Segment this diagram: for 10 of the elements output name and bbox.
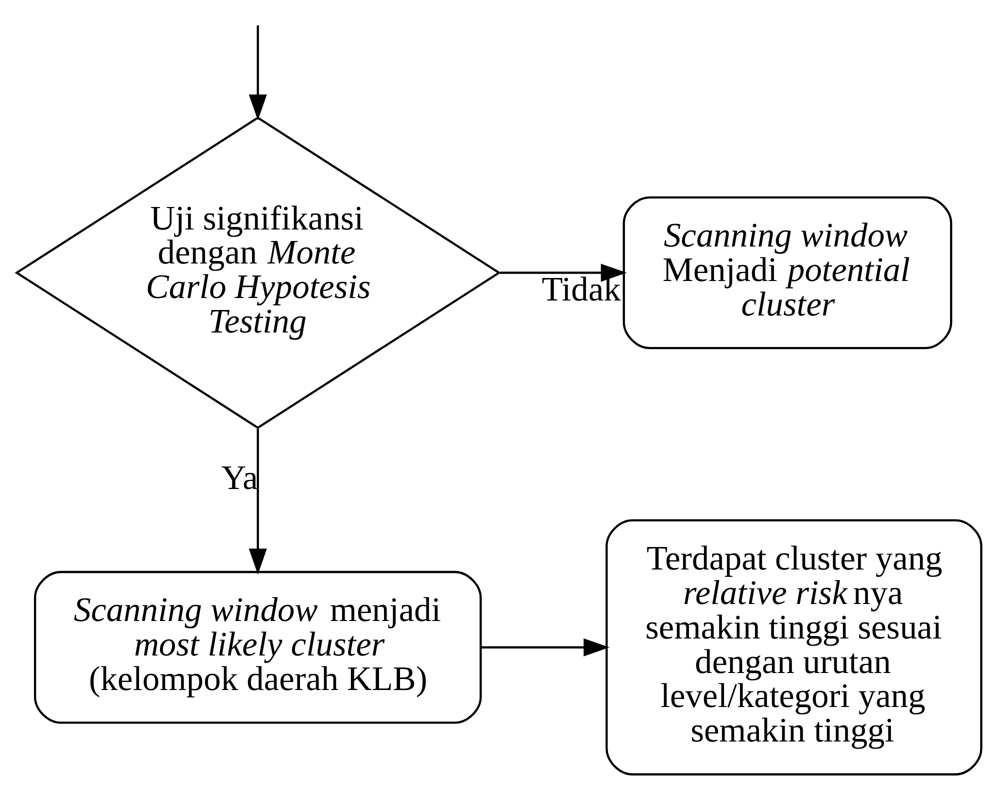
edge-label: Tidak	[542, 270, 621, 308]
arrow	[480, 638, 610, 656]
arrow	[248, 428, 267, 574]
node-box: Scanning window Menjadi potential cluster	[622, 196, 952, 350]
node-box: Terdapat cluster yang relative risk nya semakin tinggi sesuai dengan urutan level/kategori yang semakin tinggi	[606, 519, 982, 776]
node-diamond: Uji signifikansi dengan Monte Carlo Hypotesis Testing	[14, 116, 501, 430]
edge-label: Ya	[221, 458, 258, 497]
node-box: Scanning window menjadi most likely cluster (kelompok daerah KLB)	[34, 570, 482, 724]
arrow	[500, 264, 627, 282]
arrow	[248, 25, 267, 120]
